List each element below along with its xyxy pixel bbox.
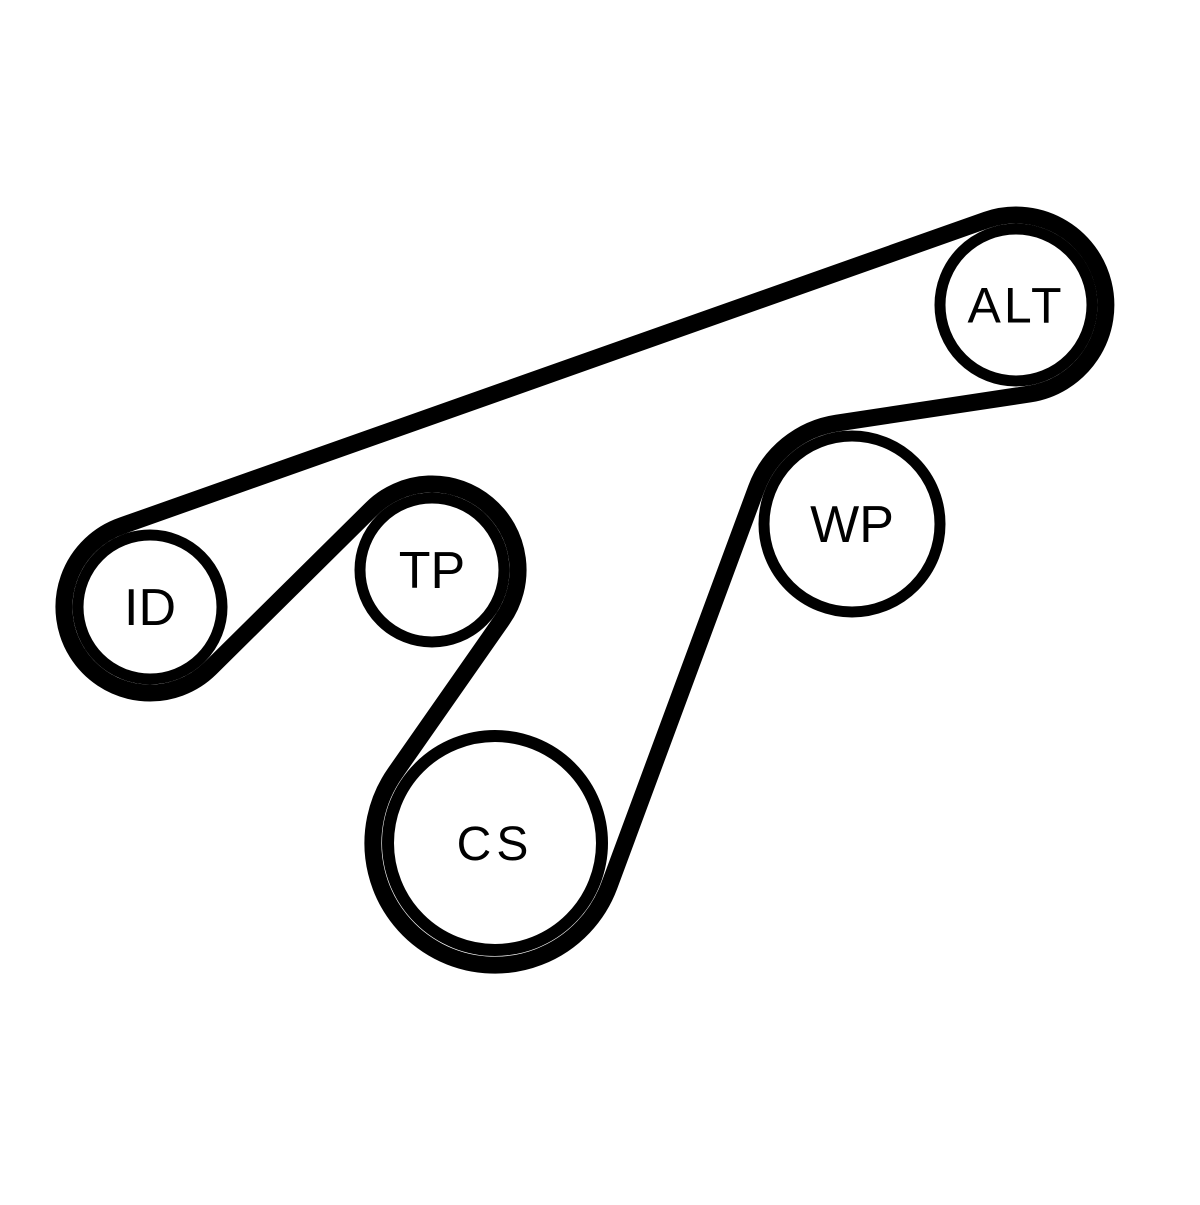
pulley-crankshaft-label: CS [457,818,534,871]
pulley-tensioner-label: TP [399,542,465,600]
pulley-alternator-label: ALT [968,278,1065,334]
pulley-crankshaft-circle [382,730,608,956]
pulley-alternator: ALT [934,223,1098,387]
pulley-idler-label: ID [124,579,176,637]
pulley-water-pump: WP [758,430,946,618]
pulley-idler-circle [72,529,228,685]
pulley-crankshaft: CS [382,730,608,956]
belt-path [55,206,1115,974]
pulley-water-pump-circle [758,430,946,618]
pulley-idler: ID [72,529,228,685]
pulley-alternator-circle [934,223,1098,387]
pulley-tensioner-circle [354,492,510,648]
pulley-tensioner: TP [354,492,510,648]
pulley-water-pump-label: WP [810,496,894,554]
